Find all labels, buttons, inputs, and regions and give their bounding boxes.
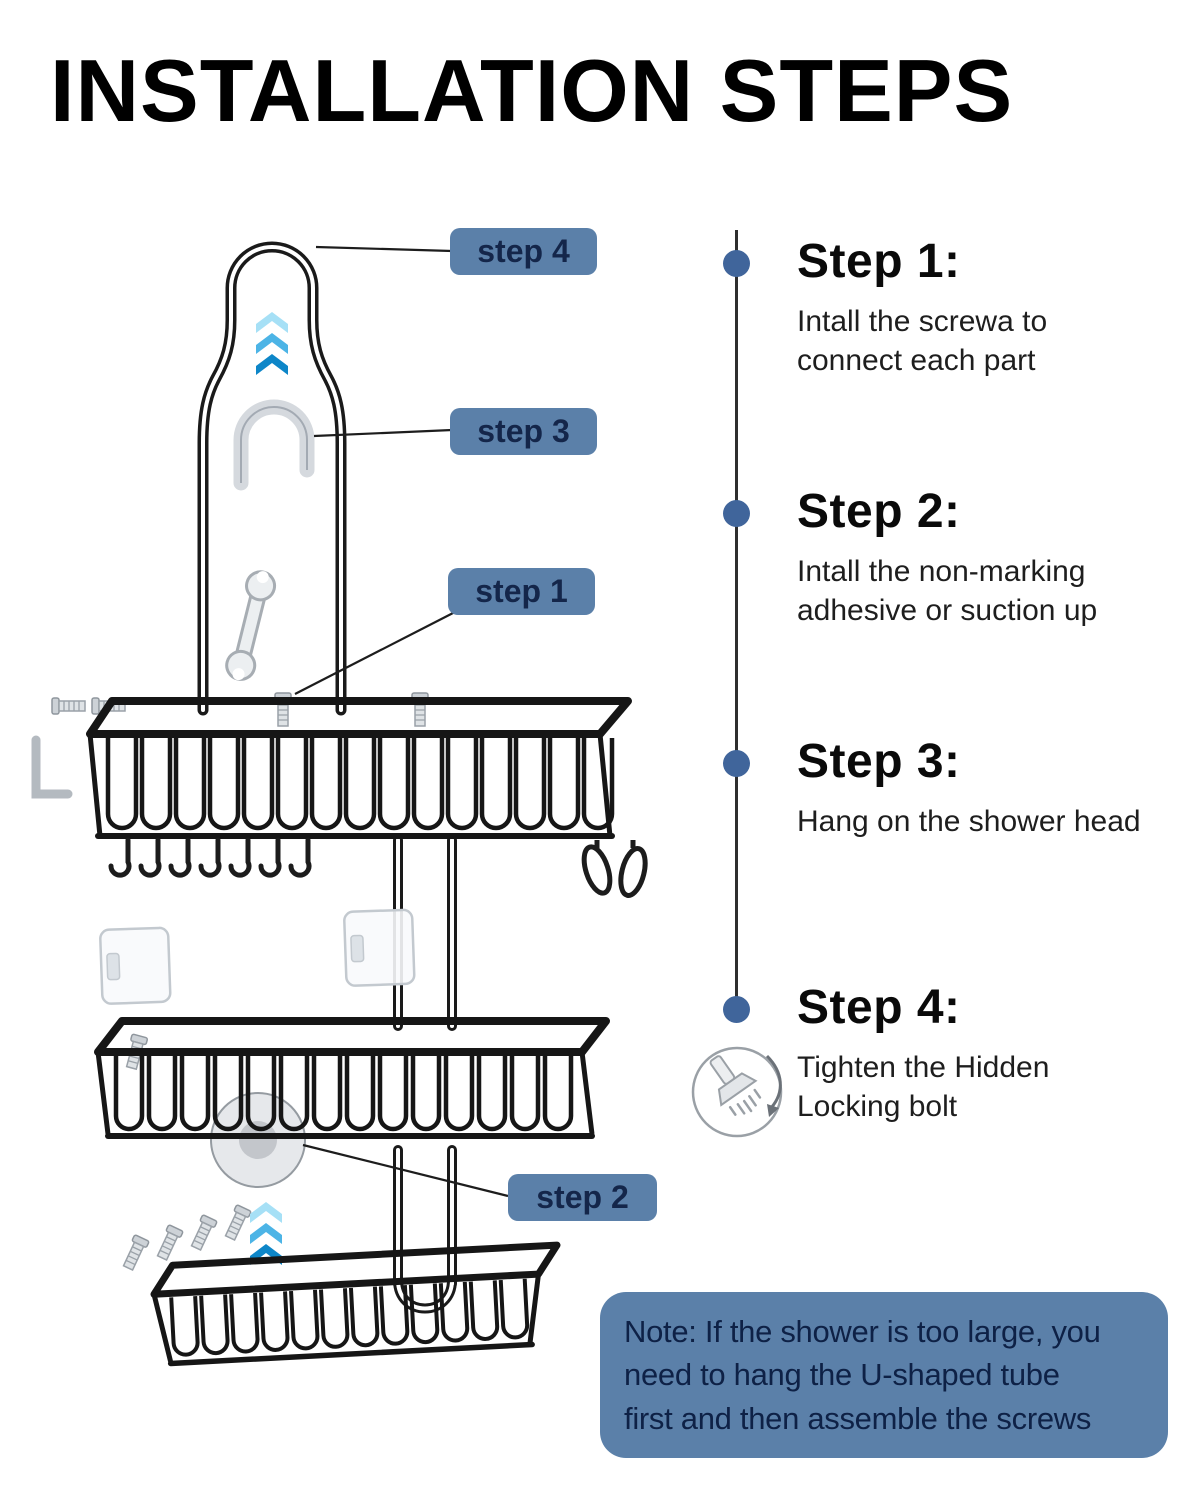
step-4-block: Step 4: Tighten the Hidden Locking bolt: [797, 980, 1189, 1126]
step-3-heading: Step 3:: [797, 735, 961, 788]
adhesive-pad-right: [342, 908, 416, 988]
steps-timeline: [735, 230, 738, 1012]
shower-head-icon: [691, 1046, 783, 1138]
callout-step-4: step 4: [450, 228, 597, 275]
suction-cup: [210, 1092, 306, 1188]
chevron-up-icon: [250, 1202, 282, 1265]
towel-hooks: [111, 840, 648, 898]
chevron-up-icon: [256, 312, 288, 375]
adhesive-pad-left: [98, 926, 172, 1006]
step-1-body: Intall the screwa to connect each part: [797, 305, 1048, 377]
wrench: [225, 570, 277, 681]
timeline-dot-1: [723, 250, 750, 277]
callout-leader-lines: [294, 245, 509, 1198]
callout-step-1: step 1: [448, 568, 595, 615]
page-title: INSTALLATION STEPS: [50, 41, 1014, 140]
note-box: Note: If the shower is too large, you ne…: [600, 1292, 1168, 1459]
top-basket: [86, 697, 632, 839]
callout-step-3: step 3: [450, 408, 597, 455]
timeline-dot-4: [723, 996, 750, 1023]
bottom-tray: [150, 1241, 561, 1367]
suction-hook-piece: [233, 399, 315, 491]
step-2-block: Step 2: Intall the non-marking adhesive …: [797, 484, 1189, 630]
middle-basket: [94, 1017, 610, 1139]
timeline-dot-3: [723, 750, 750, 777]
timeline-dot-2: [723, 500, 750, 527]
step-4-body: Tighten the Hidden Locking bolt: [797, 1051, 1050, 1123]
step-4-heading: Step 4:: [797, 981, 961, 1034]
step-3-block: Step 3: Hang on the shower head: [797, 734, 1189, 841]
shower-caddy-diagram: [31, 241, 648, 1367]
allen-key: [31, 735, 73, 799]
hanger-tube: [197, 241, 347, 716]
step-2-heading: Step 2:: [797, 485, 961, 538]
step-2-body: Intall the non-marking adhesive or sucti…: [797, 555, 1098, 627]
step-1-block: Step 1: Intall the screwa to connect eac…: [797, 234, 1189, 380]
callout-step-2: step 2: [508, 1174, 657, 1221]
step-3-body: Hang on the shower head: [797, 805, 1141, 838]
step-1-heading: Step 1:: [797, 235, 961, 288]
